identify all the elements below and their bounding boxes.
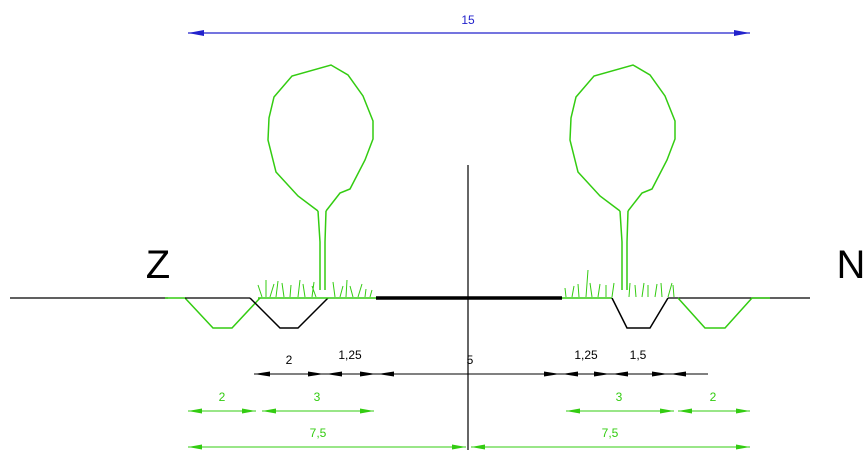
dim-label-right-ditch: 1,5 [630, 348, 647, 362]
black-dimension-row: 2 1,25 5 1,25 1,5 [254, 348, 708, 377]
left-tree-trunk [317, 210, 327, 290]
right-grass [564, 269, 675, 298]
dim-label-right-half: 7,5 [602, 426, 619, 440]
dim-label-left-ditch: 2 [286, 353, 293, 367]
right-black-ditch [611, 297, 669, 329]
left-grass [257, 279, 373, 298]
left-outer-green-ditch [165, 297, 261, 329]
right-outer-green-ditch [677, 297, 770, 329]
total-width-label: 15 [461, 13, 475, 27]
left-black-ditch [249, 297, 329, 329]
dim-label-left-half: 7,5 [310, 426, 327, 440]
dim-label-left-verge: 1,25 [338, 348, 362, 362]
right-tree [569, 64, 676, 290]
green-dimension-row-2: 7,5 7,5 [188, 426, 750, 450]
left-tree [267, 64, 374, 290]
dim-label-left-inner: 3 [314, 390, 321, 404]
side-label-left: Z [146, 243, 170, 287]
dim-label-carriageway: 5 [467, 353, 474, 367]
dim-label-left-outer: 2 [219, 390, 226, 404]
side-label-right: N [837, 243, 864, 287]
total-width-dimension: 15 [188, 13, 750, 36]
right-verge-and-ditches [562, 269, 770, 329]
right-tree-trunk [619, 210, 629, 290]
green-dimension-row-1: 2 3 3 2 [188, 390, 750, 414]
left-tree-crown [267, 64, 374, 212]
dim-label-right-verge: 1,25 [574, 348, 598, 362]
dim-label-right-inner: 3 [616, 390, 623, 404]
left-verge-and-ditches [165, 279, 376, 329]
right-tree-crown [569, 64, 676, 212]
dim-label-right-outer: 2 [710, 390, 717, 404]
